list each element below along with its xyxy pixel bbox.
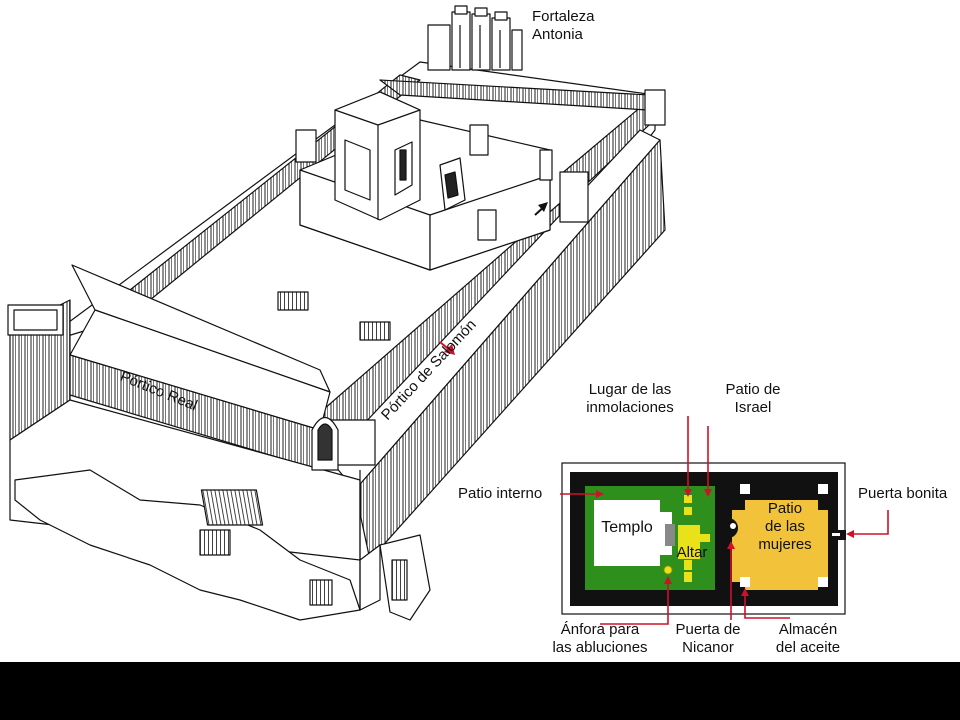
staircase bbox=[200, 489, 264, 526]
staircase bbox=[277, 291, 309, 311]
staircase bbox=[309, 579, 333, 606]
altar-shape bbox=[678, 525, 700, 559]
staircase bbox=[391, 559, 408, 601]
almacen-label: Almacén del aceite bbox=[775, 621, 841, 656]
patio-mujeres-label: Patio de las mujeres bbox=[758, 500, 812, 553]
puerta-bonita-label: Puerta bonita bbox=[858, 485, 948, 502]
temple-shape bbox=[594, 500, 672, 566]
womens-court bbox=[732, 500, 828, 590]
patio-interno-label: Patio interno bbox=[458, 485, 543, 502]
laver-circle bbox=[663, 565, 673, 575]
patio-israel-label: Patio de Israel bbox=[725, 381, 781, 416]
fortress-antonia bbox=[427, 5, 523, 71]
anfora-label: Ánfora para las abluciones bbox=[552, 621, 648, 656]
fortaleza-antonia-label: Fortaleza Antonia bbox=[532, 8, 595, 43]
bottom-bar bbox=[0, 662, 960, 720]
staircase bbox=[359, 321, 391, 341]
templo-label: Templo bbox=[601, 519, 653, 536]
lugar-inmolaciones-label: Lugar de las inmolaciones bbox=[586, 381, 674, 416]
staircase bbox=[199, 529, 231, 556]
altar-label: Altar bbox=[676, 544, 708, 561]
puerta-nicanor-label: Puerta de Nicanor bbox=[675, 621, 741, 656]
